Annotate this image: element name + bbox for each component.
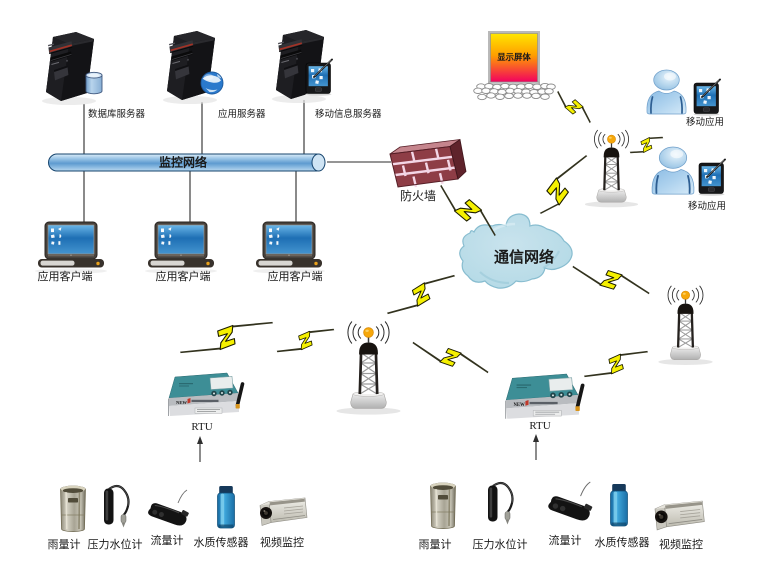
link-tower1-mobile	[629, 136, 664, 154]
sensor-2-level-label: 压力水位计	[473, 537, 528, 551]
camera-icon-1	[259, 497, 308, 526]
rtu-2-label: RTU	[529, 420, 550, 432]
sensor-1-level-label: 压力水位计	[88, 537, 143, 551]
link-rtu1-b	[276, 328, 335, 353]
server-database-label: 数据库服务器	[88, 108, 146, 120]
sensor-1-rain-label: 雨量计	[48, 538, 81, 551]
person-icon-1	[646, 69, 687, 115]
display-wall: 显示屏体	[473, 31, 556, 101]
firewall	[389, 138, 467, 188]
display-wall-base	[473, 81, 556, 101]
backbone-pipe: 监控网络	[48, 153, 326, 172]
sensor-1-quality-label: 水质传感器	[194, 536, 249, 549]
rtu-1-label: RTU	[191, 421, 212, 433]
cloud: 通信网络	[459, 213, 573, 289]
pda-icon-1	[692, 78, 721, 117]
server-application-label: 应用服务器	[218, 108, 266, 120]
client-3	[252, 221, 326, 275]
water-quality-icon-1	[217, 485, 235, 529]
radio-tower-1	[583, 128, 640, 209]
level-meter-icon-2	[486, 481, 514, 526]
link-display-tower1	[557, 90, 591, 124]
rtu-1-arrow	[197, 436, 203, 462]
mobile-user-2-label: 移动应用	[688, 200, 726, 212]
server-pda-icon	[304, 58, 333, 97]
sensor-group-1	[59, 484, 308, 533]
sensor-2-video-label: 视频监控	[659, 537, 703, 551]
rtu-1	[166, 371, 245, 418]
water-quality-icon-2	[610, 483, 628, 527]
link-tower2-rtu2	[412, 341, 489, 374]
sensor-2-rain-label: 雨量计	[419, 538, 452, 551]
link-tower3-rtu2	[584, 350, 648, 378]
sensor-labels-1: 雨量计 压力水位计 流量计 水质传感器 视频监控	[48, 533, 305, 551]
client-3-label: 应用客户端	[268, 269, 323, 283]
server-mobile-info	[271, 29, 333, 104]
backbone-label: 监控网络	[159, 155, 207, 170]
link-cloud-tower1	[539, 155, 588, 214]
mobile-user-1-label: 移动应用	[686, 116, 724, 128]
flow-meter-icon-1	[146, 489, 191, 532]
sensor-labels-2: 雨量计 压力水位计 流量计 水质传感器 视频监控	[419, 533, 704, 551]
sensor-group-2	[429, 481, 705, 531]
wireless-links	[180, 90, 664, 378]
client-1	[34, 221, 108, 275]
pda-icon-2	[697, 158, 726, 197]
link-rtu1-a	[180, 321, 273, 354]
level-meter-icon-1	[102, 484, 130, 529]
mobile-user-1	[646, 69, 721, 117]
flow-meter-icon-2	[546, 481, 595, 528]
server-application	[162, 30, 224, 105]
radio-tower-2	[335, 320, 402, 416]
sensor-2-quality-label: 水质传感器	[595, 536, 650, 549]
server-database	[41, 31, 103, 106]
server-mobile-info-label: 移动信息服务器	[315, 108, 382, 120]
link-cloud-tower2	[387, 274, 455, 315]
radio-tower-3	[657, 284, 714, 367]
database-cylinder-icon	[85, 71, 103, 95]
sensor-2-flow-label: 流量计	[549, 533, 582, 547]
client-2	[144, 221, 218, 275]
link-cloud-tower3	[572, 265, 650, 295]
rain-gauge-icon-1	[59, 484, 87, 533]
display-wall-label: 显示屏体	[497, 52, 531, 62]
rtu-2	[503, 372, 585, 421]
rtu-2-arrow	[533, 434, 539, 460]
link-firewall-cloud	[440, 184, 496, 237]
camera-icon-2	[654, 500, 705, 531]
rain-gauge-icon-2	[429, 481, 457, 530]
client-1-label: 应用客户端	[38, 269, 93, 283]
sensor-1-flow-label: 流量计	[151, 533, 184, 547]
mobile-user-2	[651, 146, 726, 197]
sensor-1-video-label: 视频监控	[260, 535, 304, 549]
cloud-label: 通信网络	[494, 248, 554, 266]
globe-icon	[200, 71, 224, 95]
client-2-label: 应用客户端	[156, 269, 211, 283]
firewall-label: 防火墙	[400, 188, 436, 203]
person-icon-2	[651, 146, 695, 195]
connector-lines	[83, 100, 391, 222]
